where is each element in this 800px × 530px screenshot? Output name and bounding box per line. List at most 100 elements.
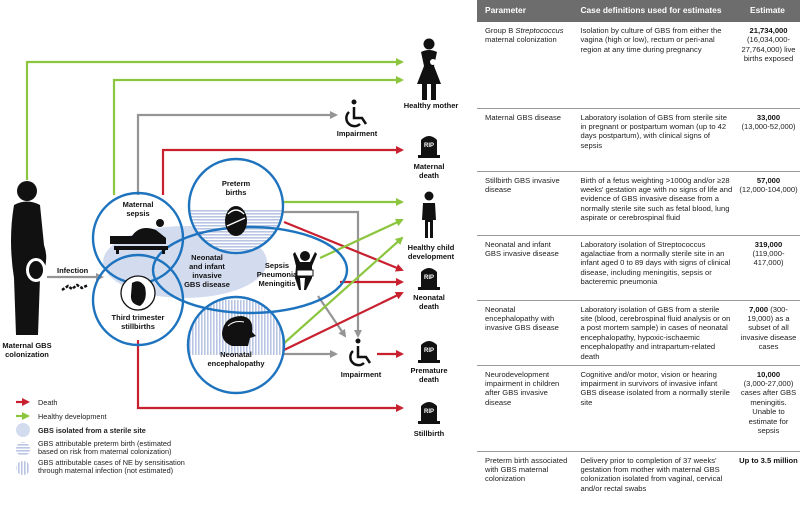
- impairment-bottom-label: Impairment: [341, 370, 382, 379]
- row-parameter: Group B Streptococcus maternal colonizat…: [477, 22, 573, 109]
- legend: Death Healthy development GBS isolated f…: [16, 398, 185, 475]
- row-estimate: 21,734,000(16,034,000-27,764,000) live b…: [737, 22, 800, 109]
- preterm-label-1: Preterm: [222, 179, 251, 188]
- stillbirths-label-1: Third trimester: [112, 313, 165, 322]
- healthy-arrow-mother-2: [112, 76, 404, 195]
- solid-circle-icon: [16, 423, 30, 437]
- bacteria-icon: [61, 283, 89, 292]
- tombstone-icon-neonatal: RIP: [418, 268, 440, 290]
- legend-ne-1: GBS attributable cases of NE by sensitis…: [38, 458, 185, 467]
- maternal-death-label-1: Maternal: [414, 162, 445, 171]
- ne-label-2: encephalopathy: [207, 359, 265, 368]
- impairment-top-label: Impairment: [337, 129, 378, 138]
- healthy-mother-label: Healthy mother: [404, 101, 459, 110]
- maternal-sepsis-label-2: sepsis: [126, 209, 149, 218]
- impairment-arrow-maternal: [136, 111, 338, 195]
- row-definition: Laboratory isolation of Streptococcus ag…: [572, 235, 738, 301]
- table-row: Neonatal encephalopathy with invasive GB…: [477, 300, 800, 366]
- legend-healthy: Healthy development: [38, 412, 107, 421]
- swaddled-baby-icon: [225, 206, 247, 236]
- neonatal-death-label-2: death: [419, 302, 439, 311]
- vertical-stripe-circle-icon: [16, 461, 30, 475]
- neonatal-death-label-1: Neonatal: [413, 293, 445, 302]
- estimates-table-container: Parameter Case definitions used for esti…: [477, 0, 800, 511]
- row-parameter: Neurodevelopment impairment in children …: [477, 365, 573, 452]
- baby-head-icon: [222, 316, 256, 346]
- healthy-arrow-ne: [281, 236, 404, 346]
- table-row: Neonatal and infant GBS invasive disease…: [477, 235, 800, 301]
- hospital-bed-icon: [110, 219, 168, 254]
- maternal-death-label-2: death: [419, 171, 439, 180]
- neonatal-infant-label-4: GBS disease: [184, 280, 230, 289]
- preterm-births-circle: [187, 157, 285, 255]
- row-estimate: 33,000(13,000-52,000): [737, 108, 800, 172]
- legend-death: Death: [38, 398, 57, 407]
- maternal-sepsis-label-1: Maternal: [123, 200, 154, 209]
- neonatal-infant-label-1: Neonatal: [191, 253, 223, 262]
- premature-death-label-1: Premature: [410, 366, 447, 375]
- row-estimate: Up to 3.5 million: [739, 455, 798, 465]
- wheelchair-icon-bottom: [349, 338, 372, 367]
- svg-text:RIP: RIP: [424, 143, 434, 149]
- tombstone-icon-maternal: RIP: [418, 136, 440, 158]
- svg-text:RIP: RIP: [424, 348, 434, 354]
- mother-holding-baby-icon: [417, 38, 441, 100]
- row-estimate: 10,000(3,000-27,000) cases after GBS men…: [737, 365, 800, 452]
- death-arrow-maternal: [161, 146, 404, 195]
- table-row: Maternal GBS disease Laboratory isolatio…: [477, 108, 800, 172]
- row-parameter: Neonatal and infant GBS invasive disease: [477, 235, 573, 301]
- horizontal-stripe-circle-icon: [16, 442, 30, 456]
- table-row: Stillbirth GBS invasive disease Birth of…: [477, 171, 800, 236]
- table-row: Group B Streptococcus maternal colonizat…: [477, 22, 800, 109]
- impairment-arrow-infant: [317, 295, 347, 338]
- tombstone-icon-premature: RIP: [418, 341, 440, 363]
- header-estimate: Estimate: [737, 0, 800, 22]
- pneumonia-label: Pneumonia: [257, 270, 298, 279]
- neonatal-infant-label-3: invasive: [192, 271, 222, 280]
- infant-icon: [293, 251, 317, 290]
- tombstone-icon-stillbirth: RIP: [418, 402, 440, 424]
- row-definition: Birth of a fetus weighting >1000g and/or…: [572, 171, 738, 236]
- table-header-row: Parameter Case definitions used for esti…: [477, 0, 800, 22]
- infection-label: Infection: [57, 266, 89, 275]
- table-row: Neurodevelopment impairment in children …: [477, 365, 800, 452]
- healthy-arrow-infant: [319, 218, 404, 259]
- source-label-2: colonization: [5, 350, 49, 359]
- svg-text:RIP: RIP: [424, 275, 434, 281]
- preterm-label-2: births: [226, 188, 247, 197]
- healthy-child-label-2: development: [408, 252, 455, 261]
- premature-death-label-2: death: [419, 375, 439, 384]
- row-estimate: 57,000(12,000-104,000): [737, 171, 800, 236]
- healthy-arrow-mother-1: [25, 58, 404, 180]
- death-arrow-ne: [283, 292, 404, 351]
- stillbirth-label: Stillbirth: [414, 429, 445, 438]
- death-arrow-stillbirth: [136, 340, 404, 412]
- legend-gbs-sterile: GBS isolated from a sterile site: [38, 426, 146, 435]
- sepsis-label: Sepsis: [265, 261, 289, 270]
- row-parameter: Maternal GBS disease: [477, 108, 573, 172]
- header-definitions: Case definitions used for estimates: [572, 0, 738, 22]
- meningitis-label: Meningitis: [258, 279, 295, 288]
- child-icon: [422, 191, 436, 238]
- legend-preterm-1: GBS attributable preterm birth (estimate…: [38, 439, 171, 448]
- row-definition: Isolation by culture of GBS from either …: [572, 22, 738, 109]
- row-parameter: Neonatal encephalopathy with invasive GB…: [477, 300, 573, 366]
- legend-preterm-2: based on risk from maternal colonization…: [38, 447, 171, 456]
- row-definition: Delivery prior to completion of 37 weeks…: [580, 455, 723, 493]
- row-parameter: Stillbirth GBS invasive disease: [477, 171, 573, 236]
- wheelchair-icon-top: [345, 99, 368, 128]
- death-arrow-preterm: [283, 220, 404, 272]
- table-row: Preterm birth associated with GBS matern…: [477, 451, 800, 511]
- neonatal-infant-ellipse: [151, 225, 349, 315]
- row-definition: Laboratory isolation of GBS from a steri…: [572, 300, 738, 366]
- legend-ne-2: through maternal infection (not estimate…: [38, 466, 173, 475]
- pregnant-woman-icon: [11, 181, 47, 335]
- row-estimate: 319,000(119,000-417,000): [737, 235, 800, 301]
- stillbirths-label-2: stillbirths: [121, 322, 155, 331]
- impairment-arrow-preterm: [282, 210, 362, 338]
- healthy-child-label-1: Healthy child: [408, 243, 455, 252]
- estimates-table: Parameter Case definitions used for esti…: [477, 0, 800, 511]
- svg-text:RIP: RIP: [424, 409, 434, 415]
- row-definition: Cognitive and/or motor, vision or hearin…: [572, 365, 738, 452]
- header-parameter: Parameter: [477, 0, 573, 22]
